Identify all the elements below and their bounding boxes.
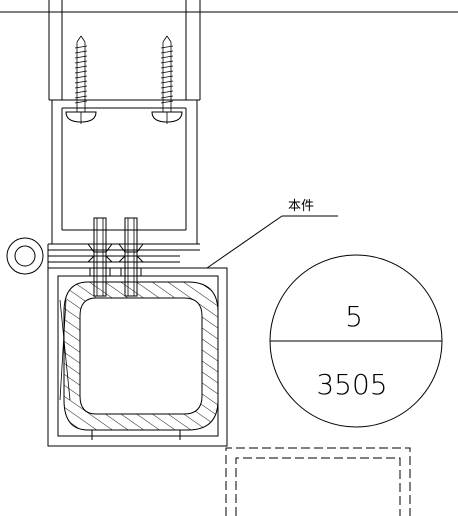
screw-right (151, 35, 183, 124)
eye-ring (6, 237, 44, 275)
detail-number: 5 (345, 300, 363, 333)
hidden-component (225, 447, 411, 516)
upper-profile (48, 0, 201, 244)
screw-left (65, 35, 97, 124)
detail-symbol: 5 3505 (269, 254, 443, 428)
connector-plates (47, 243, 200, 269)
leader-line (206, 215, 338, 269)
leader-label: 本件 (288, 199, 314, 214)
sheet-number: 3505 (316, 368, 387, 401)
steel-tube-section (59, 281, 219, 431)
